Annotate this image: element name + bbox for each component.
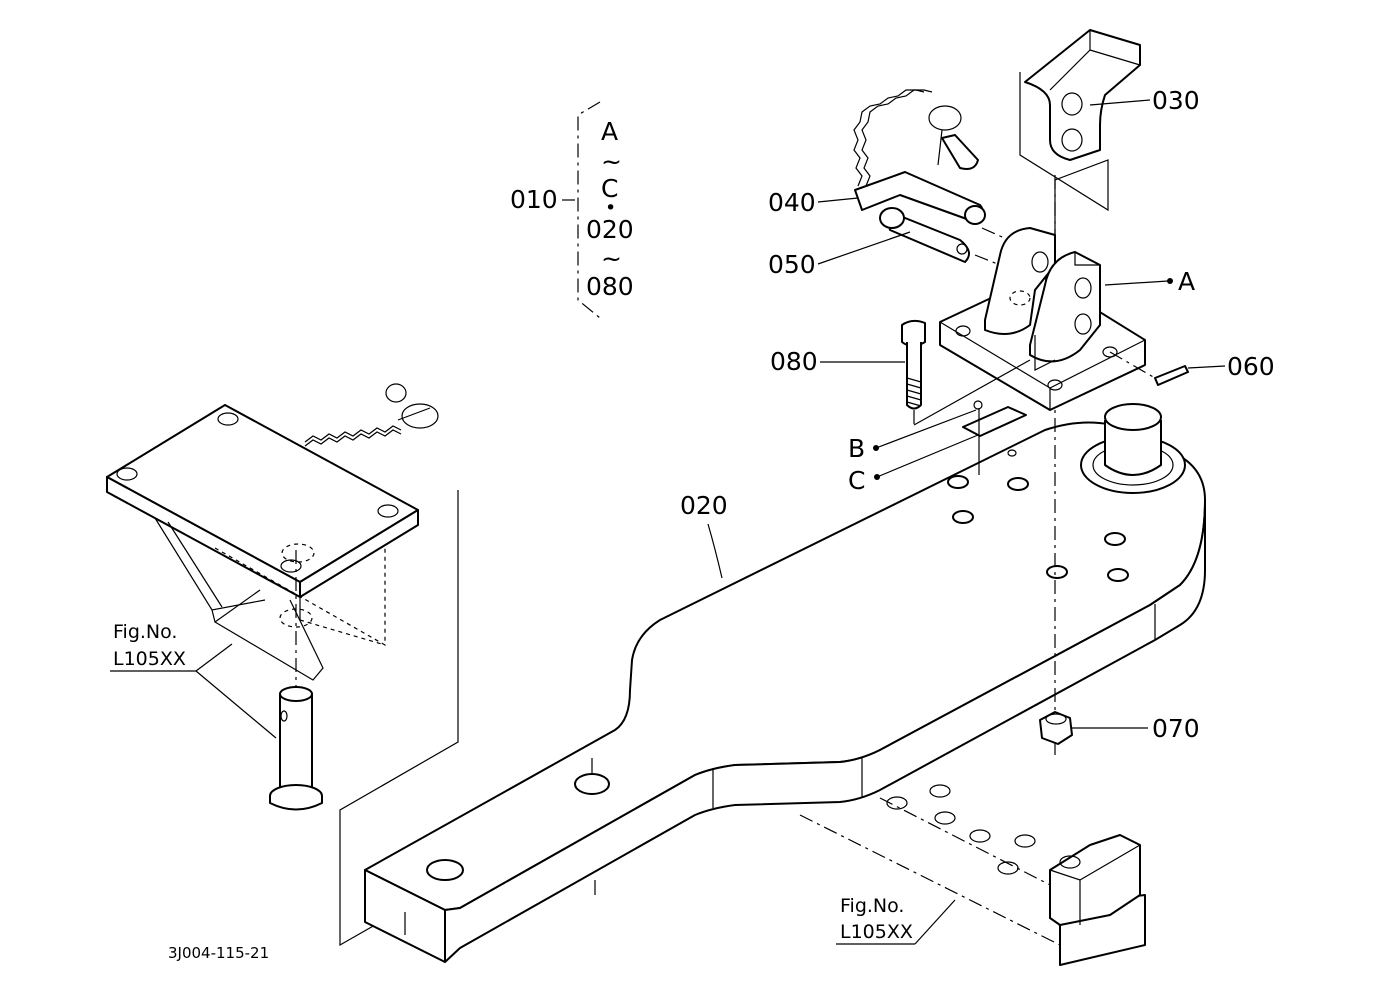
bracket-a: A [601,117,618,146]
part-030-hook [1024,29,1141,161]
bracket-080: 080 [586,272,634,301]
callout-c-group: C [848,434,979,495]
callout-070: 070 [1152,714,1200,743]
clevis-bracket-a [939,227,1146,411]
bracket-tilde-2: ~ [601,244,622,273]
mount-bracket-assembly [106,383,459,947]
callout-060-group: 060 [1187,352,1275,381]
callout-b-group: B [848,409,977,463]
fig-ref-left: Fig.No. L105XX [110,621,277,739]
callout-a-group: A [1104,267,1195,296]
callout-040: 040 [768,188,816,217]
bracket-020: 020 [586,215,634,244]
bracket-dot: • [605,197,616,219]
callout-b: B [848,434,865,463]
callout-060: 060 [1227,352,1275,381]
drawbar-020 [364,400,1206,963]
callout-a: A [1178,267,1195,296]
callout-040-group: 040 [768,188,859,217]
callout-080: 080 [770,347,818,376]
callout-050: 050 [768,250,816,279]
callout-010: 010 [510,185,558,214]
part-060-pin [1109,351,1189,386]
callout-020: 020 [680,491,728,520]
callout-070-group: 070 [1072,714,1200,743]
fig-ref-right: Fig.No. L105XX [836,895,956,945]
callout-080-group: 080 [770,347,905,376]
fig-ref-left-line1: Fig.No. [113,621,177,643]
part-040-pin-chain [853,89,986,225]
part-070-nut [1039,711,1073,745]
bracket-tilde-1: ~ [601,147,622,176]
bracket-c: C [601,174,618,203]
callout-050-group: 050 [768,231,911,279]
callout-c: C [848,466,865,495]
group-bracket-010: 010 A ~ C • 020 ~ 080 [510,101,634,319]
drawing-code: 3J004-115-21 [168,944,269,962]
lower-hitch-assembly [799,784,1146,966]
part-080-bolt [901,319,1031,426]
callout-020-group: 020 [680,491,728,579]
callout-030-group: 030 [1089,86,1200,115]
fig-ref-left-line2: L105XX [113,648,186,670]
callout-030: 030 [1152,86,1200,115]
fig-ref-right-line2: L105XX [840,921,913,943]
part-050-pin [879,207,1021,266]
exploded-frame [1019,72,1109,245]
fig-ref-right-line1: Fig.No. [840,895,904,917]
